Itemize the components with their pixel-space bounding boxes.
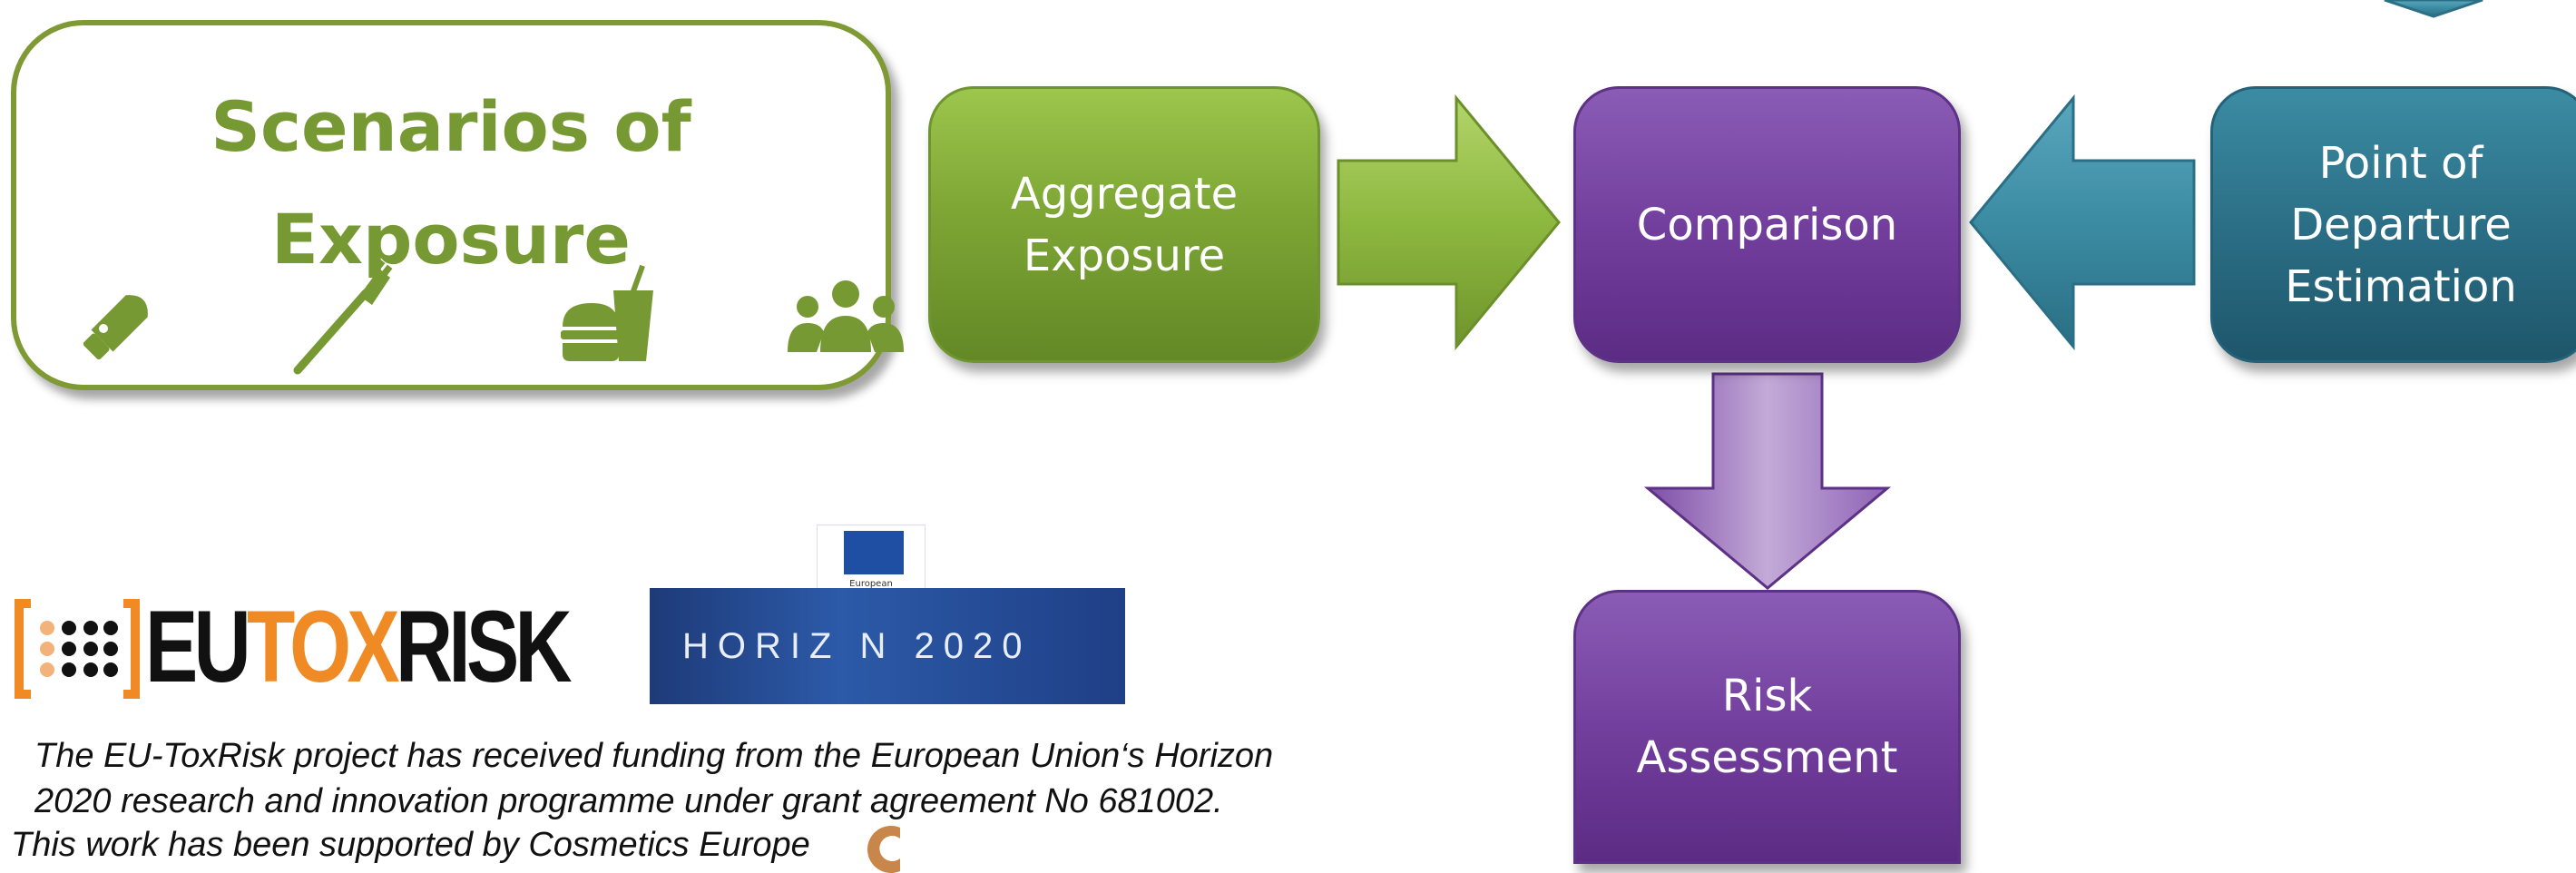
arrow-top-right-tip (2384, 0, 2483, 18)
eutoxrisk-logo: EUTOXRISK (145, 588, 573, 706)
cosmetics-europe-logo-icon (867, 826, 900, 873)
point-of-departure-box: Point of Departure Estimation (2210, 86, 2576, 363)
scenarios-box: Scenarios of Exposure (11, 20, 904, 390)
comparison-box: Comparison (1573, 86, 1961, 363)
risk-assessment-box: Risk Assessment (1573, 590, 1961, 864)
aggregate-exposure-box: Aggregate Exposure (928, 86, 1320, 363)
eu-flag-icon (844, 531, 904, 574)
arrow-comparison-to-risk (1643, 372, 1892, 590)
toothbrush-icon (293, 259, 393, 375)
horizon-2020-logo: HORIZ N 2020 (650, 588, 1125, 704)
eutoxrisk-dots-icon (15, 599, 140, 699)
eutoxrisk-logo-eu: EU (145, 590, 251, 703)
scenarios-title: Scenarios of Exposure (211, 86, 691, 280)
horizon-2020-label: HORIZ N 2020 (682, 625, 1032, 666)
support-note: This work has been supported by Cosmetic… (11, 826, 810, 864)
eutoxrisk-logo-risk: RISK (395, 590, 573, 703)
arrow-pod-to-comparison (1969, 93, 2196, 351)
tube-icon (83, 295, 148, 360)
fast-food-icon (561, 264, 653, 361)
people-icon (788, 280, 904, 352)
arrow-aggregate-to-comparison (1337, 93, 1561, 351)
eutoxrisk-logo-tox: TOX (247, 590, 400, 703)
funding-note: The EU-ToxRisk project has received fund… (34, 737, 1274, 820)
